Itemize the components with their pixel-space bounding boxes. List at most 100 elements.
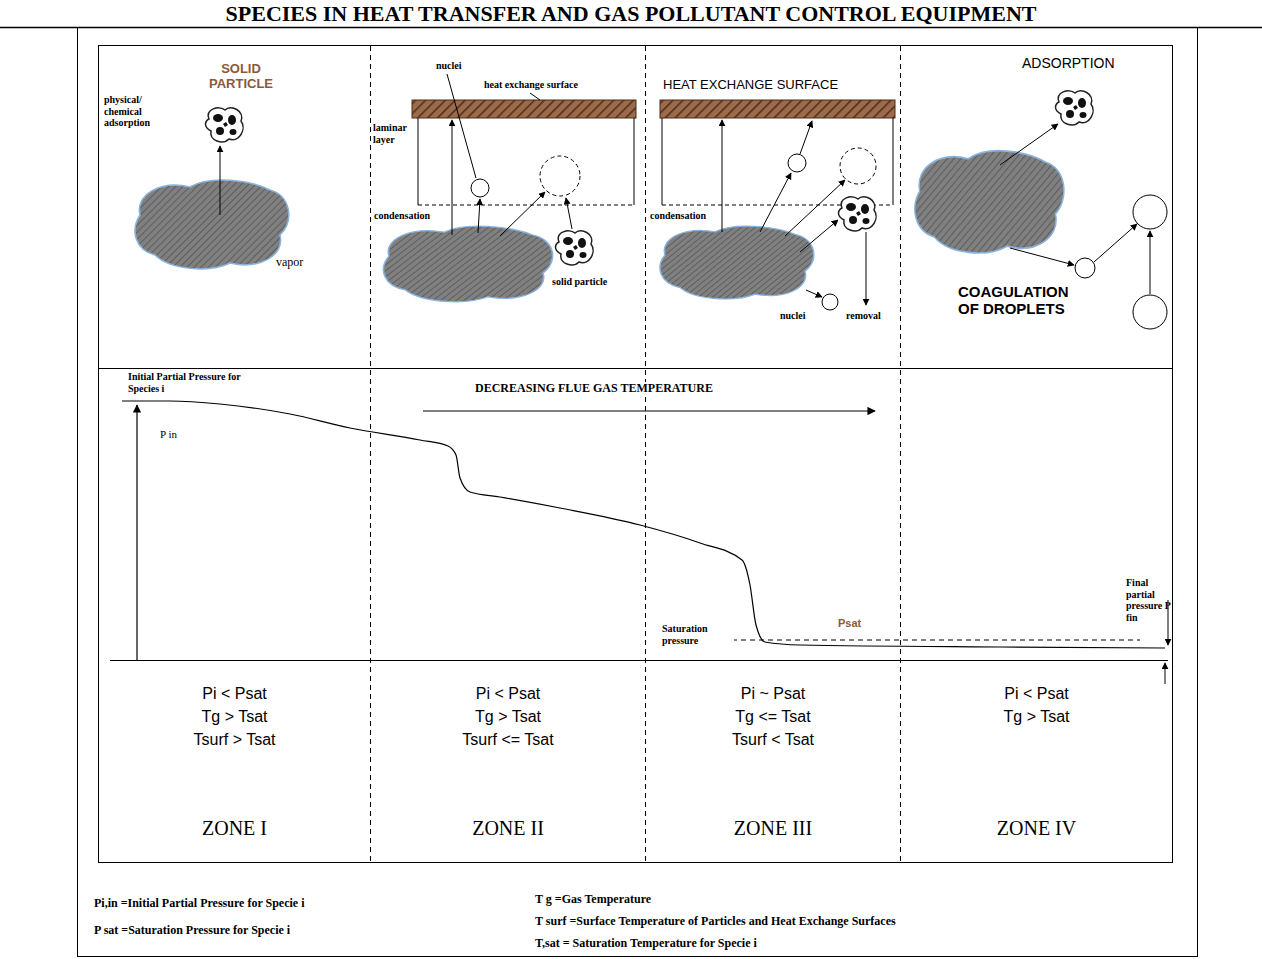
key-entry: P sat =Saturation Pressure for Specie i bbox=[94, 924, 290, 938]
flow-arrow bbox=[1094, 224, 1137, 262]
laminar-layer-outline bbox=[662, 118, 893, 205]
flow-arrow bbox=[722, 120, 723, 232]
zone-band: Pi < PsatTg > TsatTsurf <= TsatZONE II bbox=[371, 668, 645, 860]
axis-label: Initial Partial Pressure for Species i bbox=[128, 371, 248, 394]
heat-exchange-surface bbox=[412, 100, 636, 118]
laminar-edge bbox=[418, 205, 634, 206]
process-note: physical/ chemical adsorption bbox=[104, 94, 166, 129]
condition-text: Tg > Tsat bbox=[202, 705, 268, 728]
species-label: vapor bbox=[276, 256, 303, 270]
baseline-axis bbox=[110, 660, 1168, 661]
flow-arrow bbox=[566, 198, 572, 229]
part-label: heat exchange surface bbox=[484, 79, 578, 91]
process-heading: COAGULATION OF DROPLETS bbox=[958, 283, 1083, 318]
flow-arrow bbox=[806, 290, 822, 297]
inner-frame bbox=[99, 46, 1173, 863]
panel-divider bbox=[98, 368, 1172, 369]
temperature-arrow bbox=[423, 410, 875, 411]
axis-label: DECREASING FLUE GAS TEMPERATURE bbox=[473, 382, 715, 396]
solid-particle-icon bbox=[839, 197, 877, 231]
vapor-blob bbox=[135, 180, 289, 269]
flow-arrow bbox=[760, 173, 791, 232]
final-pressure-arrow bbox=[1165, 663, 1166, 684]
nucleus-droplet bbox=[822, 294, 838, 310]
laminar-edge bbox=[893, 118, 894, 205]
condensation-arrows bbox=[452, 120, 572, 236]
end-label: Final partial pressure P fin bbox=[1126, 577, 1172, 623]
condition-text: Pi < Psat bbox=[1004, 682, 1068, 705]
laminar-layer-outline bbox=[418, 118, 634, 205]
adsorption-arrow bbox=[220, 146, 221, 215]
laminar-edge bbox=[634, 118, 635, 205]
part-label: solid particle bbox=[552, 276, 607, 288]
nucleus-droplet bbox=[788, 154, 806, 172]
flow-arrow bbox=[1150, 231, 1151, 294]
vapor-blob bbox=[660, 226, 814, 299]
nucleus-droplet bbox=[471, 179, 489, 197]
condition-text: Tsurf > Tsat bbox=[194, 728, 276, 751]
zone-name: ZONE I bbox=[202, 817, 267, 840]
flow-arrow bbox=[1010, 248, 1074, 265]
condition-text: Tg <= Tsat bbox=[735, 705, 810, 728]
nuclei-leader bbox=[447, 74, 476, 178]
process-label: removal bbox=[846, 310, 881, 322]
condensation-arrows bbox=[722, 120, 866, 305]
large-droplet bbox=[1133, 295, 1167, 329]
axis-label: P in bbox=[160, 428, 177, 441]
solid-particle-icon bbox=[1056, 91, 1094, 125]
zone-band: Pi ~ PsatTg <= TsatTsurf < TsatZONE III bbox=[646, 668, 900, 860]
flow-arrow bbox=[500, 192, 545, 236]
process-label: condensation bbox=[374, 210, 430, 222]
flow-arrow bbox=[785, 180, 845, 236]
vapor-blob bbox=[915, 151, 1064, 253]
condition-text: Pi ~ Psat bbox=[741, 682, 805, 705]
condition-text: Tsurf <= Tsat bbox=[462, 728, 553, 751]
condition-text: Pi < Psat bbox=[476, 682, 540, 705]
zone-divider bbox=[370, 46, 371, 862]
laminar-edge bbox=[418, 118, 419, 205]
part-label: nuclei bbox=[436, 60, 462, 72]
part-label: nuclei bbox=[780, 310, 806, 322]
flow-arrow bbox=[452, 120, 453, 235]
zone-name: ZONE IV bbox=[997, 817, 1076, 840]
condition-text: Pi < Psat bbox=[202, 682, 266, 705]
key-entry: Pi,in =Initial Partial Pressure for Spec… bbox=[94, 897, 305, 911]
condition-text: Tg > Tsat bbox=[1004, 705, 1070, 728]
zone-name: ZONE II bbox=[472, 817, 544, 840]
laminar-edge bbox=[662, 118, 663, 205]
key-entry: T g =Gas Temperature bbox=[535, 893, 651, 907]
zone-divider bbox=[645, 46, 646, 862]
solid-particle-icon bbox=[556, 231, 594, 265]
process-label: condensation bbox=[650, 210, 706, 222]
flow-arrow bbox=[1000, 124, 1058, 165]
particle-heading: SOLID PARTICLE bbox=[196, 62, 286, 92]
zone-divider bbox=[900, 46, 901, 862]
surface-leader bbox=[530, 93, 540, 100]
large-droplet bbox=[1133, 195, 1167, 229]
part-label: HEAT EXCHANGE SURFACE bbox=[663, 78, 838, 93]
growing-droplet bbox=[540, 156, 580, 196]
small-droplet bbox=[1075, 258, 1095, 278]
process-heading: ADSORPTION bbox=[1022, 55, 1115, 71]
condition-text: Tg > Tsat bbox=[475, 705, 541, 728]
vapor-blob bbox=[384, 226, 553, 302]
growing-droplet bbox=[840, 148, 876, 184]
part-label: laminar layer bbox=[373, 122, 417, 145]
zone-band: Pi < PsatTg > TsatTsurf > TsatZONE I bbox=[99, 668, 370, 860]
removal-arrow bbox=[866, 232, 867, 305]
key-entry: T,sat = Saturation Temperature for Speci… bbox=[535, 937, 757, 951]
condition-text: Tsurf < Tsat bbox=[732, 728, 814, 751]
partial-pressure-curve bbox=[122, 401, 1165, 648]
pressure-axis bbox=[136, 405, 137, 660]
diagram-title: SPECIES IN HEAT TRANSFER AND GAS POLLUTA… bbox=[0, 1, 1262, 27]
key-entry: T surf =Surface Temperature of Particles… bbox=[535, 915, 896, 929]
line-label: Psat bbox=[838, 617, 861, 630]
coagulation-arrows bbox=[1000, 124, 1150, 294]
zone-dividers bbox=[371, 46, 901, 862]
solid-particle-icon bbox=[206, 108, 244, 142]
zone-name: ZONE III bbox=[734, 817, 812, 840]
flow-arrow bbox=[800, 220, 838, 252]
heat-exchange-surface bbox=[660, 100, 895, 118]
